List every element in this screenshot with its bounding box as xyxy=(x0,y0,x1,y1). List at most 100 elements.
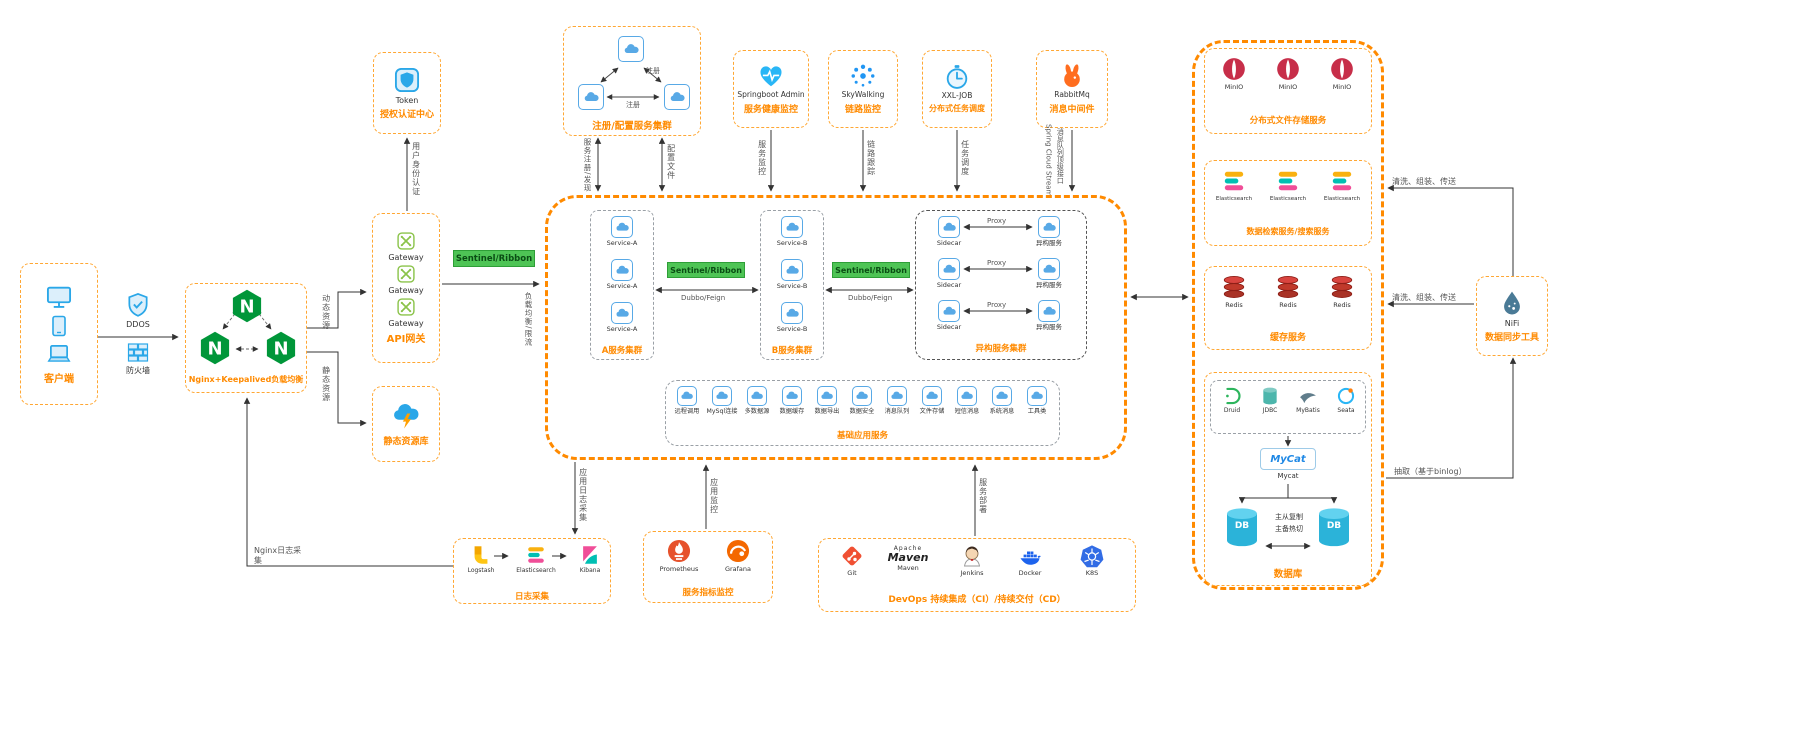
nginx-icon xyxy=(229,288,265,324)
basic-service-node: MySql连接 xyxy=(705,386,739,415)
minio-node: MinIO xyxy=(1212,56,1256,91)
firewall-label: 防火墙 xyxy=(126,366,150,375)
kibana-icon xyxy=(579,544,601,566)
register-label: 注册 xyxy=(646,67,660,75)
token-label: Token xyxy=(395,95,419,105)
basic-service-node: 消息队列 xyxy=(880,386,914,415)
basic-service-node: 数据安全 xyxy=(845,386,879,415)
maven-logo-top: Apache xyxy=(893,545,923,552)
cloud-icon xyxy=(992,386,1012,406)
cluster-b-title: B服务集群 xyxy=(771,346,813,356)
nginx-icon xyxy=(197,330,233,366)
jenkins-label: Jenkins xyxy=(960,569,984,577)
cloud-icon xyxy=(611,302,633,324)
skywalking-icon xyxy=(849,63,877,89)
prometheus-icon xyxy=(666,538,692,564)
basic-service-label: 文件存储 xyxy=(919,408,945,415)
service-label: Service-A xyxy=(606,282,638,290)
maven-node: Apache Maven Maven xyxy=(880,546,936,572)
basic-service-node: 数据导出 xyxy=(810,386,844,415)
maven-label: Maven xyxy=(897,564,919,572)
registry-box xyxy=(563,26,701,136)
cloud-icon xyxy=(677,386,697,406)
ddos-node: DDOS xyxy=(118,292,158,329)
minio-icon xyxy=(1329,56,1355,82)
basic-service-label: 工具类 xyxy=(1027,408,1047,415)
edge-label-stream-2: 消息队列顶级接口 xyxy=(1056,128,1065,184)
search-title: 数据检索服务/搜索服务 xyxy=(1246,227,1330,236)
kibana-node: Kibana xyxy=(570,544,610,575)
grafana-icon xyxy=(725,538,751,564)
proxy-label: Proxy xyxy=(987,259,1007,267)
static-cloud-icon xyxy=(390,401,422,431)
cloud-icon xyxy=(1027,386,1047,406)
edge-nifi-search xyxy=(1387,184,1514,276)
service-label: Service-B xyxy=(776,325,808,333)
seata-icon xyxy=(1336,386,1356,406)
edge-label-app-monitor: 应用监控 xyxy=(709,478,719,514)
es-node: Elasticsearch xyxy=(1320,168,1364,202)
edge-label-static: 静态资源 xyxy=(321,366,331,402)
microservice-container xyxy=(545,195,1127,460)
redis-node: Redis xyxy=(1212,274,1256,309)
sidecar-node: Sidecar xyxy=(925,258,973,289)
db-middleware-box xyxy=(1210,380,1366,434)
mybatis-label: MyBatis xyxy=(1296,407,1320,414)
service-b-node: Service-B xyxy=(768,302,816,333)
seata-node: Seata xyxy=(1328,386,1364,415)
springboot-admin-box: Springboot Admin 服务健康监控 xyxy=(733,50,809,128)
client-box: 客户端 xyxy=(20,263,98,405)
monitor-icon xyxy=(45,283,73,311)
rabbitmq-icon xyxy=(1059,63,1085,89)
skywalking-box: SkyWalking 链路监控 xyxy=(828,50,898,128)
cloud-icon xyxy=(782,386,802,406)
sidecar-label: Sidecar xyxy=(936,323,962,331)
edge-label-app-log: 应用日志采集 xyxy=(578,468,588,522)
minio-label: MinIO xyxy=(1224,83,1244,91)
edge-label-dynamic: 动态资源 xyxy=(321,294,331,330)
cloud-icon xyxy=(781,259,803,281)
database-title: 数据库 xyxy=(1273,569,1303,580)
gateway-icon xyxy=(396,231,416,251)
mybatis-node: MyBatis xyxy=(1290,386,1326,415)
basic-service-label: 数据安全 xyxy=(849,408,875,415)
service-label: Service-A xyxy=(606,325,638,333)
elasticsearch-icon xyxy=(525,544,547,566)
cloud-icon xyxy=(1038,216,1060,238)
rabbitmq-title: 消息中间件 xyxy=(1049,104,1095,115)
cloud-icon xyxy=(611,259,633,281)
db-node: DB xyxy=(1222,506,1262,548)
elasticsearch-icon xyxy=(1221,168,1247,194)
es-label: Elasticsearch xyxy=(1269,196,1307,202)
api-gateway-title: API网关 xyxy=(386,334,426,346)
replication-label-1: 主从复制 xyxy=(1275,513,1303,521)
redis-node: Redis xyxy=(1320,274,1364,309)
druid-icon xyxy=(1222,386,1242,406)
edge-label-etl-mid: 清洗、组装、传送 xyxy=(1392,293,1456,302)
metrics-title: 服务指标监控 xyxy=(682,588,734,598)
k8s-label: K8S xyxy=(1085,569,1099,577)
admin-title: 服务健康监控 xyxy=(743,104,798,115)
proxy-label: Proxy xyxy=(987,301,1007,309)
edge-label-tracing: 链路跟踪 xyxy=(866,140,876,176)
seata-label: Seata xyxy=(1337,407,1355,414)
registry-cloud-icon xyxy=(578,84,604,110)
prometheus-node: Prometheus xyxy=(652,538,706,573)
logstash-icon xyxy=(470,544,492,566)
basic-service-label: 短信消息 xyxy=(954,408,980,415)
docker-icon xyxy=(1017,544,1043,568)
git-label: Git xyxy=(847,569,857,577)
rpc-label: Dubbo/Feign xyxy=(681,294,726,302)
nifi-box: NiFi 数据同步工具 xyxy=(1476,276,1548,356)
basic-service-label: 多数据源 xyxy=(744,408,770,415)
sidecar-node: Sidecar xyxy=(925,300,973,331)
nginx-icon xyxy=(263,330,299,366)
client-title: 客户端 xyxy=(44,374,74,385)
cloud-icon xyxy=(781,302,803,324)
firewall-bricks-icon xyxy=(126,340,150,364)
edge-label-user-auth: 用户身份认证 xyxy=(411,142,421,196)
es-node: Elasticsearch xyxy=(512,544,560,575)
cloud-icon xyxy=(747,386,767,406)
cloud-icon xyxy=(938,258,960,280)
